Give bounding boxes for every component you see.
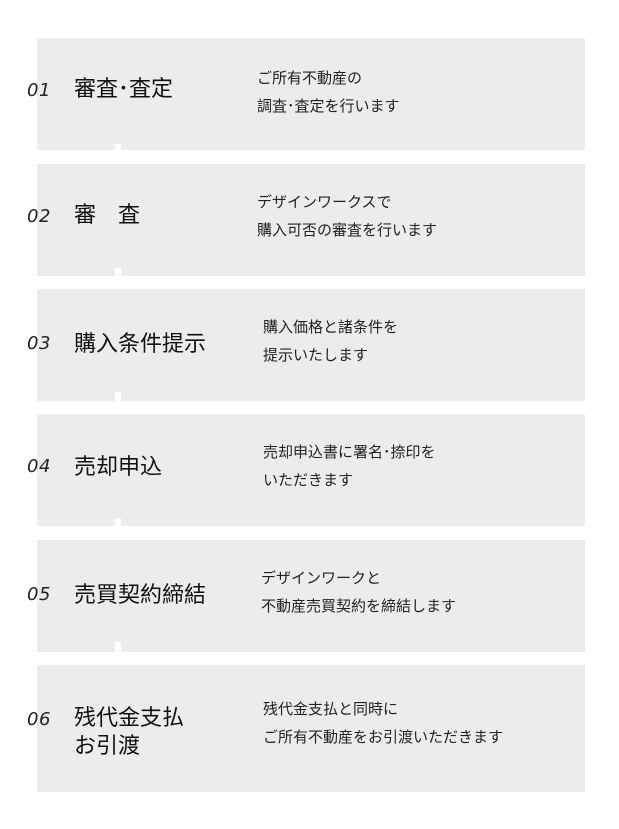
step-title: 売買契約締結 bbox=[74, 583, 207, 608]
step-number: 05 bbox=[27, 584, 51, 605]
step-title: 審査･査定 bbox=[74, 77, 174, 102]
step-4-box: 04 売却申込 売却申込書に署名･捺印を いただきます bbox=[27, 414, 585, 526]
step-number: 01 bbox=[27, 80, 51, 101]
step-title: 売却申込 bbox=[74, 455, 163, 480]
step-1-box: 01 審査･査定 ご所有不動産の 調査･査定を行います bbox=[27, 38, 585, 150]
step-description: デザインワークスで 購入可否の審査を行います bbox=[257, 193, 438, 239]
step-number: 02 bbox=[27, 206, 51, 227]
step-6-box: 06 残代金支払 お引渡 残代金支払と同時に ご所有不動産をお引渡いただきます bbox=[27, 665, 585, 792]
step-number: 03 bbox=[27, 333, 51, 354]
step-description: 購入価格と諸条件を 提示いたします bbox=[263, 318, 399, 364]
step-2-box: 02 審 査 デザインワークスで 購入可否の審査を行います bbox=[27, 164, 585, 276]
step-number: 04 bbox=[27, 456, 51, 477]
step-title: 購入条件提示 bbox=[74, 332, 207, 357]
step-title: 審 査 bbox=[74, 203, 141, 228]
step-description: ご所有不動産の 調査･査定を行います bbox=[257, 69, 400, 115]
step-description: デザインワークと 不動産売買契約を締結します bbox=[261, 569, 457, 615]
step-description: 残代金支払と同時に ご所有不動産をお引渡いただきます bbox=[263, 700, 504, 746]
step-3-box: 03 購入条件提示 購入価格と諸条件を 提示いたします bbox=[27, 289, 585, 401]
step-description: 売却申込書に署名･捺印を いただきます bbox=[263, 443, 436, 489]
step-5-box: 05 売買契約締結 デザインワークと 不動産売買契約を締結します bbox=[27, 540, 585, 652]
step-number: 06 bbox=[27, 709, 51, 730]
step-title: 残代金支払 お引渡 bbox=[74, 706, 185, 759]
